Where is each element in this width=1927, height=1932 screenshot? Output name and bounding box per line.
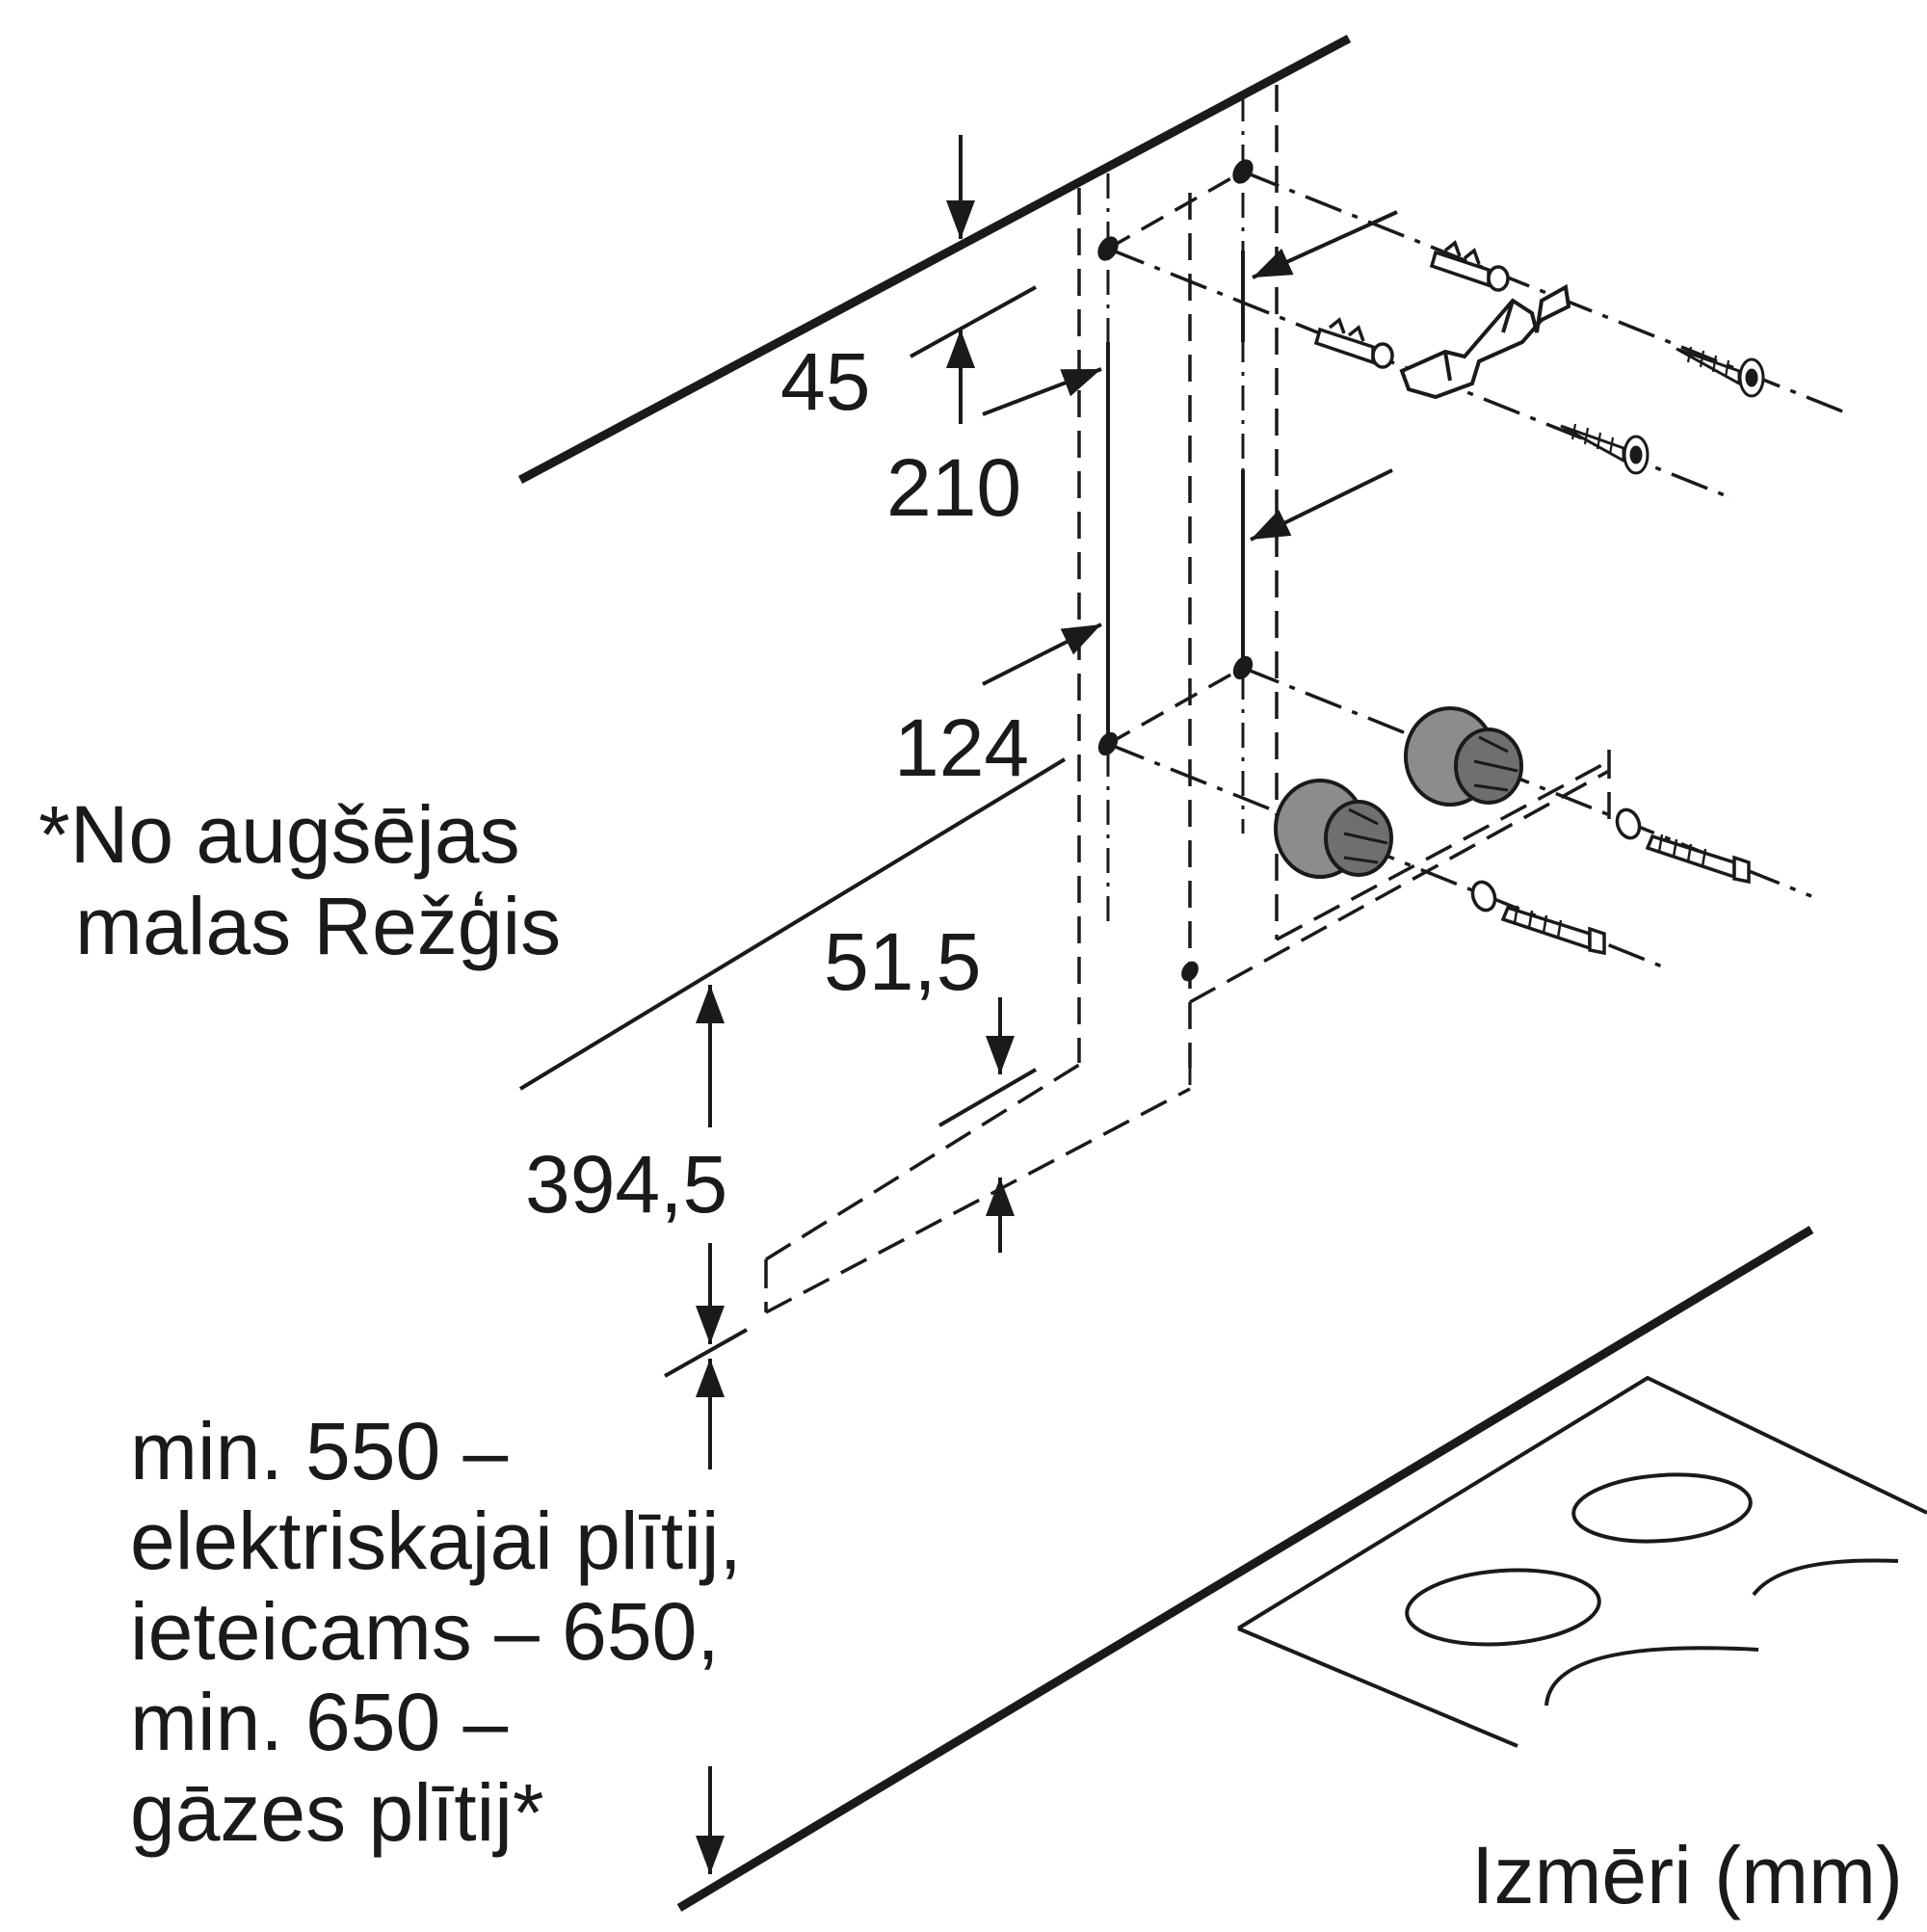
dim-label-45: 45 (780, 336, 870, 427)
dim-label-51-5: 51,5 (824, 916, 982, 1007)
lower-mount-holes (1097, 655, 1254, 982)
burner-back-right (1752, 1558, 1899, 1597)
note-bottom-line-5: gāzes plītij* (130, 1767, 544, 1858)
dim-label-124: 124 (894, 702, 1029, 793)
hob-burners (1405, 1472, 1899, 1707)
mounting-bracket (1399, 283, 1571, 400)
dim-label-394-5: 394,5 (525, 1139, 727, 1230)
bolt-lower (1500, 905, 1606, 956)
chimney-centerlines (1106, 96, 1245, 1094)
note-bottom-line-2: elektriskajai plītij, (130, 1495, 742, 1586)
hood-top-edge-line (518, 757, 1067, 1091)
screw-lower (1560, 423, 1650, 475)
upper-mount-holes (1097, 159, 1254, 261)
wall-plug-upper-front (1313, 317, 1394, 369)
burner-front-left (1405, 1568, 1601, 1647)
ceiling-edge-line (517, 35, 1352, 484)
note-bottom-line-3: ieteicams – 650, (130, 1586, 720, 1677)
wall-plug-upper-back (1429, 240, 1510, 292)
burner-back-left (1571, 1472, 1753, 1544)
upper-mount-lines (1107, 170, 1851, 501)
washers (1470, 807, 1642, 913)
note-bottom-line-1: min. 550 – (130, 1406, 509, 1496)
plug-lower-left (1274, 779, 1393, 879)
hood-body-outline (764, 750, 1611, 1314)
dim-label-210: 210 (886, 442, 1021, 533)
note-top-line-2: malas Režģis (75, 881, 561, 971)
screw-upper (1676, 346, 1765, 398)
burner-front-right (1544, 1646, 1759, 1707)
dimension-lines (664, 135, 1398, 1874)
units-label: Izmēri (mm) (1471, 1830, 1903, 1920)
bolt-upper (1645, 834, 1751, 885)
worktop-edge-line (676, 1226, 1814, 1912)
note-top-line-1: *No augšējas (39, 789, 520, 880)
note-bottom-line-4: min. 650 – (130, 1677, 509, 1767)
hob-outline (1236, 1375, 1927, 1748)
plug-upper-left (1404, 706, 1523, 807)
